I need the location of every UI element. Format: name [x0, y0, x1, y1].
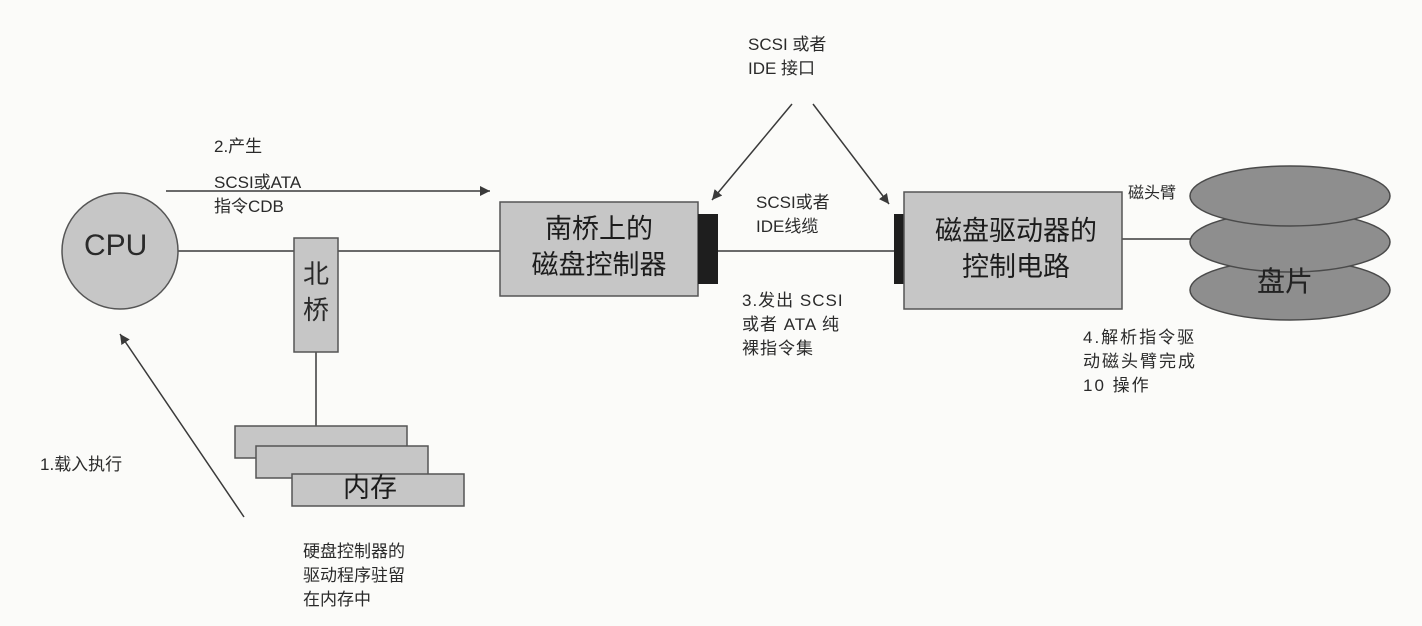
step3-line: 或者 ATA 纯	[742, 315, 841, 334]
step4-line: 动磁头臂完成	[1083, 352, 1197, 371]
drive-control-circuit-line: 磁盘驱动器的	[935, 216, 1097, 247]
driver-note-line: 驱动程序驻留	[303, 566, 405, 586]
memory-label: 内存	[343, 473, 397, 504]
memory-stick	[291, 473, 465, 507]
memory-stick	[255, 445, 429, 479]
interface-arrow-left	[711, 103, 793, 201]
cable-line: IDE线缆	[756, 217, 819, 236]
step4-line: 4.解析指令驱	[1083, 328, 1197, 347]
interface-line: IDE 接口	[748, 59, 816, 78]
north-bridge-box	[293, 237, 339, 353]
interface-arrow-right	[812, 103, 890, 205]
step4-line: 10 操作	[1083, 376, 1151, 395]
cpu-circle	[61, 192, 179, 310]
step2-label: 2.产生 SCSI或ATA 指令CDB	[214, 135, 301, 219]
platter-disk	[1189, 165, 1391, 227]
south-bridge-controller-box	[499, 201, 699, 297]
interface-line: SCSI 或者	[748, 35, 827, 54]
south-bridge-controller-line: 磁盘控制器	[531, 250, 667, 281]
step4-label: 4.解析指令驱 动磁头臂完成 10 操作	[1083, 326, 1197, 398]
platters-label: 盘片	[1257, 265, 1314, 298]
step3-line: 3.发出 SCSI	[742, 291, 844, 310]
interface-label: SCSI 或者 IDE 接口	[748, 33, 826, 81]
arm-label: 磁头臂	[1128, 185, 1177, 202]
step3-line: 裸指令集	[742, 339, 814, 358]
driver-note-label: 硬盘控制器的 驱动程序驻留 在内存中	[303, 540, 405, 612]
driver-note-line: 硬盘控制器的	[303, 542, 405, 562]
step1-label: 1.载入执行	[40, 455, 123, 474]
controller-connector	[698, 214, 718, 284]
drive-control-circuit-box	[903, 191, 1123, 310]
driver-note-line: 在内存中	[303, 590, 371, 610]
step3-label: 3.发出 SCSI 或者 ATA 纯 裸指令集	[742, 289, 844, 361]
load-arrow	[119, 333, 245, 518]
step2-line: 指令CDB	[214, 197, 284, 216]
drive-control-circuit-label: 磁盘驱动器的 控制电路	[910, 214, 1122, 286]
drive-control-circuit-line: 控制电路	[962, 252, 1070, 283]
step2-line: 2.产生	[214, 137, 263, 156]
south-bridge-controller-line: 南桥上的	[545, 214, 653, 245]
cpu-label: CPU	[84, 229, 148, 262]
north-bridge-label: 北桥	[302, 260, 329, 326]
cable-label: SCSI或者 IDE线缆	[756, 191, 830, 239]
south-bridge-controller-label: 南桥上的 磁盘控制器	[500, 212, 698, 284]
cable-line: SCSI或者	[756, 193, 830, 212]
step2-line: SCSI或ATA	[214, 173, 302, 192]
